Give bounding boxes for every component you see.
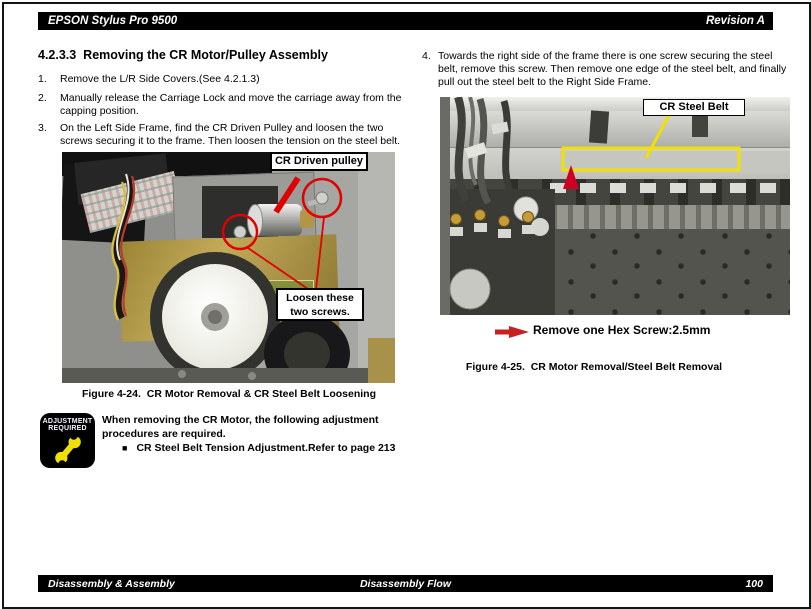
- header-product-title: EPSON Stylus Pro 9500: [48, 15, 178, 27]
- adjustment-bullet-text: CR Steel Belt Tension Adjustment.Refer t…: [136, 442, 396, 454]
- red-circle-screw-left: [221, 213, 259, 251]
- white-gear: [531, 218, 549, 236]
- brass-fitting: [450, 213, 462, 225]
- brass-fitting: [474, 209, 486, 221]
- badge-text: REQUIRED: [48, 425, 87, 432]
- step-text: Manually release the Carriage Lock and m…: [60, 92, 402, 117]
- wire-yellow: [111, 181, 126, 321]
- frame-screw: [248, 372, 256, 380]
- gold-piece: [368, 338, 395, 383]
- figure-4-25-annotation-overlay: [449, 97, 741, 310]
- hanging-bracket: [692, 109, 708, 137]
- screw-right: [315, 191, 329, 205]
- footer-left-text: Disassembly & Assembly: [48, 577, 175, 590]
- wire-bundle: [113, 177, 133, 320]
- brass-fitting: [498, 215, 510, 227]
- steel-belt-strip: [560, 151, 790, 173]
- tape-label: [464, 142, 488, 159]
- bullet-square-icon: ■: [122, 443, 128, 453]
- ink-tube: [454, 97, 470, 203]
- frame-screw: [178, 370, 186, 378]
- red-circle-screw-right: [301, 177, 343, 219]
- step-text: On the Left Side Frame, find the CR Driv…: [60, 122, 401, 147]
- badge-text: ADJUSTMENT: [42, 418, 93, 425]
- adjustment-required-badge: ADJUSTMENT REQUIRED: [40, 413, 95, 469]
- footer-bar: Disassembly Flow Disassembly & Assembly …: [38, 575, 773, 592]
- hex-screw-note: Remove one Hex Screw:2.5mm: [533, 323, 711, 337]
- figure-4-25-caption: Figure 4-25. CR Motor Removal/Steel Belt…: [465, 361, 723, 373]
- step-number: 3.: [38, 122, 47, 134]
- step-text: Remove the L/R Side Covers.(See 4.2.1.3): [60, 73, 260, 85]
- pulley-hub-center: [208, 310, 222, 324]
- figure-4-24-photo: CR Driven pulley Loosen these two screws…: [62, 152, 395, 383]
- damper-disc: [449, 268, 491, 310]
- white-clip: [522, 225, 535, 234]
- white-clip: [474, 223, 487, 232]
- header-revision: Revision A: [705, 15, 765, 27]
- footer-page-number: 100: [745, 577, 763, 590]
- red-leader-line: [315, 216, 325, 290]
- figure-4-25-photo: CR Steel Belt: [440, 97, 790, 315]
- callout-cr-driven-pulley: CR Driven pulley: [270, 152, 368, 171]
- left-edge: [440, 97, 450, 315]
- figure-4-24-annotation-overlay: [111, 173, 343, 380]
- wire-white: [116, 173, 130, 261]
- tape-label: [491, 121, 509, 135]
- white-clip: [498, 229, 511, 238]
- bottom-rail: [62, 368, 395, 383]
- white-clip: [450, 227, 463, 236]
- wrench-icon: [54, 431, 81, 469]
- red-up-arrow-icon: [563, 165, 579, 189]
- red-leader-line: [247, 247, 309, 290]
- step-number: 1.: [38, 73, 47, 85]
- ribbed-strip: [520, 205, 790, 231]
- ink-tube: [500, 100, 518, 201]
- figure-4-24-caption: Figure 4-24. CR Motor Removal & CR Steel…: [81, 388, 377, 400]
- ink-tube: [468, 97, 478, 186]
- brass-fitting: [522, 211, 534, 223]
- callout-loosen-screws: Loosen these two screws.: [276, 288, 364, 321]
- section-title: 4.2.3.3 Removing the CR Motor/Pulley Ass…: [38, 48, 328, 62]
- step-number: 4.: [422, 50, 431, 62]
- wire-red: [120, 175, 136, 317]
- callout-cr-steel-belt: CR Steel Belt: [643, 99, 745, 116]
- red-pointer-thick: [273, 176, 301, 214]
- screw-left: [233, 225, 247, 239]
- step-number: 2.: [38, 92, 47, 104]
- adjustment-bullet-row: ■ CR Steel Belt Tension Adjustment.Refer…: [122, 442, 396, 454]
- footer-center-text: Disassembly Flow: [359, 577, 452, 590]
- yellow-leader-line: [644, 114, 671, 159]
- header-bar: EPSON Stylus Pro 9500 Revision A: [38, 12, 773, 30]
- red-arrow-icon: [495, 326, 529, 338]
- tab-row: [550, 183, 790, 193]
- adjustment-note-text: When removing the CR Motor, the followin…: [102, 414, 379, 440]
- step-text: Towards the right side of the frame ther…: [438, 50, 787, 88]
